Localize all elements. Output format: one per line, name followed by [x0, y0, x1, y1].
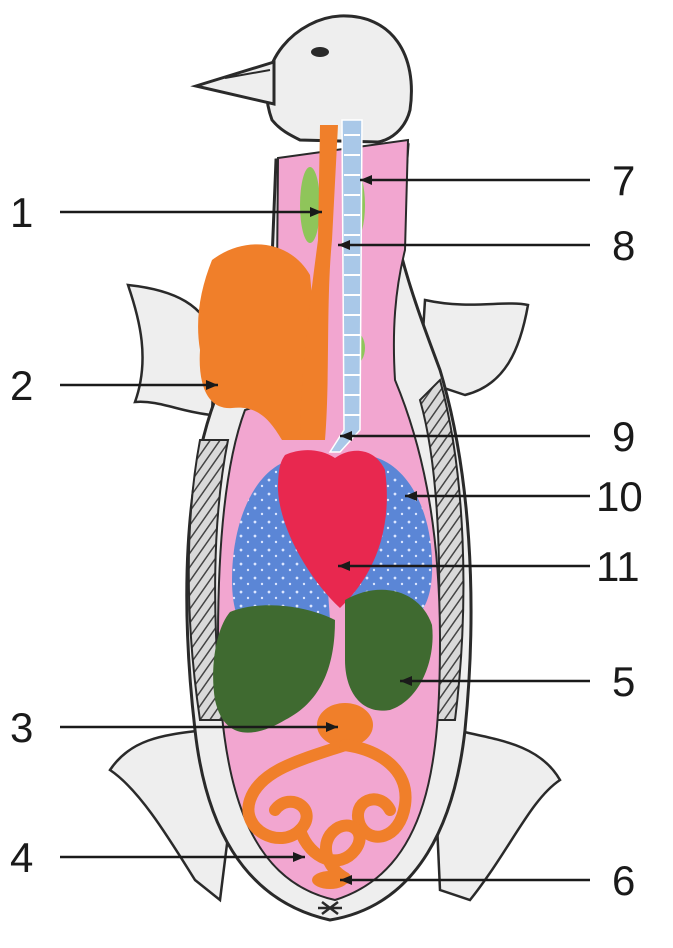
label-11: 11	[596, 543, 640, 590]
label-3: 3	[10, 704, 33, 751]
label-1: 1	[10, 189, 33, 236]
label-9: 9	[612, 413, 635, 460]
label-8: 8	[612, 222, 635, 269]
eye-icon	[311, 47, 329, 57]
bird-head	[196, 16, 411, 142]
label-2: 2	[10, 362, 33, 409]
label-6: 6	[612, 857, 635, 904]
label-4: 4	[10, 834, 33, 881]
label-10: 10	[596, 473, 643, 520]
label-5: 5	[612, 658, 635, 705]
label-7: 7	[612, 157, 635, 204]
